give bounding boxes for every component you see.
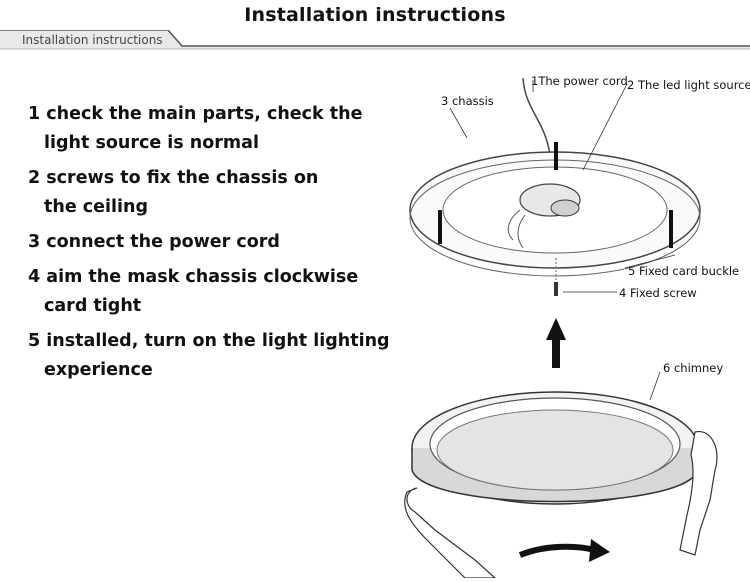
instruction-steps: 1 check the main parts, check the light … (28, 100, 398, 391)
mask-cavity (436, 409, 674, 491)
step-1-line2: light source is normal (44, 133, 259, 153)
wire-b (517, 214, 526, 249)
up-arrow-head (546, 318, 566, 340)
step-4-line2: card tight (44, 296, 142, 316)
up-arrow-shaft (552, 338, 560, 368)
step-5-line1: 5 installed, turn on the light lighting (28, 331, 390, 351)
step-5: 5 installed, turn on the light lighting … (28, 327, 398, 385)
page-title: Installation instructions (244, 4, 506, 26)
section-tab-label: Installation instructions (22, 33, 163, 47)
left-hand (404, 487, 497, 579)
step-2: 2 screws to fix the chassis on the ceili… (28, 164, 398, 222)
right-hand (679, 431, 718, 556)
step-3-line1: 3 connect the power cord (28, 232, 280, 252)
screw-right (669, 210, 673, 248)
led-socket (550, 199, 580, 217)
lamp-illustration (404, 77, 718, 579)
step-4: 4 aim the mask chassis clockwise card ti… (28, 263, 398, 321)
label-chassis: 3 chassis (441, 94, 494, 108)
section-tab-bar (0, 30, 750, 50)
fixed-screw (554, 282, 558, 296)
wire-a (507, 209, 521, 241)
rotate-arrow-head (589, 539, 610, 562)
step-2-line1: 2 screws to fix the chassis on (28, 168, 319, 188)
rotate-arrow-curve (518, 543, 596, 558)
step-1: 1 check the main parts, check the light … (28, 100, 398, 158)
installation-diagram: 1The power cord 2 The led light source 3… (395, 60, 750, 579)
step-2-line2: the ceiling (44, 197, 149, 217)
label-fixed-screw: 4 Fixed screw (619, 286, 697, 300)
label-led-source: 2 The led light source (627, 78, 750, 92)
label-power-cord: 1The power cord (531, 74, 628, 88)
step-4-line1: 4 aim the mask chassis clockwise (28, 267, 359, 287)
step-1-line1: 1 check the main parts, check the (28, 104, 363, 124)
step-5-line2: experience (44, 360, 153, 380)
screw-left (438, 210, 442, 244)
label-card-buckle: 5 Fixed card buckle (628, 264, 740, 278)
tab-bar-graphic (0, 30, 750, 50)
step-3: 3 connect the power cord (28, 228, 398, 257)
power-cord-line (522, 77, 551, 156)
label-chimney: 6 chimney (663, 361, 724, 375)
screw-top (554, 142, 558, 170)
